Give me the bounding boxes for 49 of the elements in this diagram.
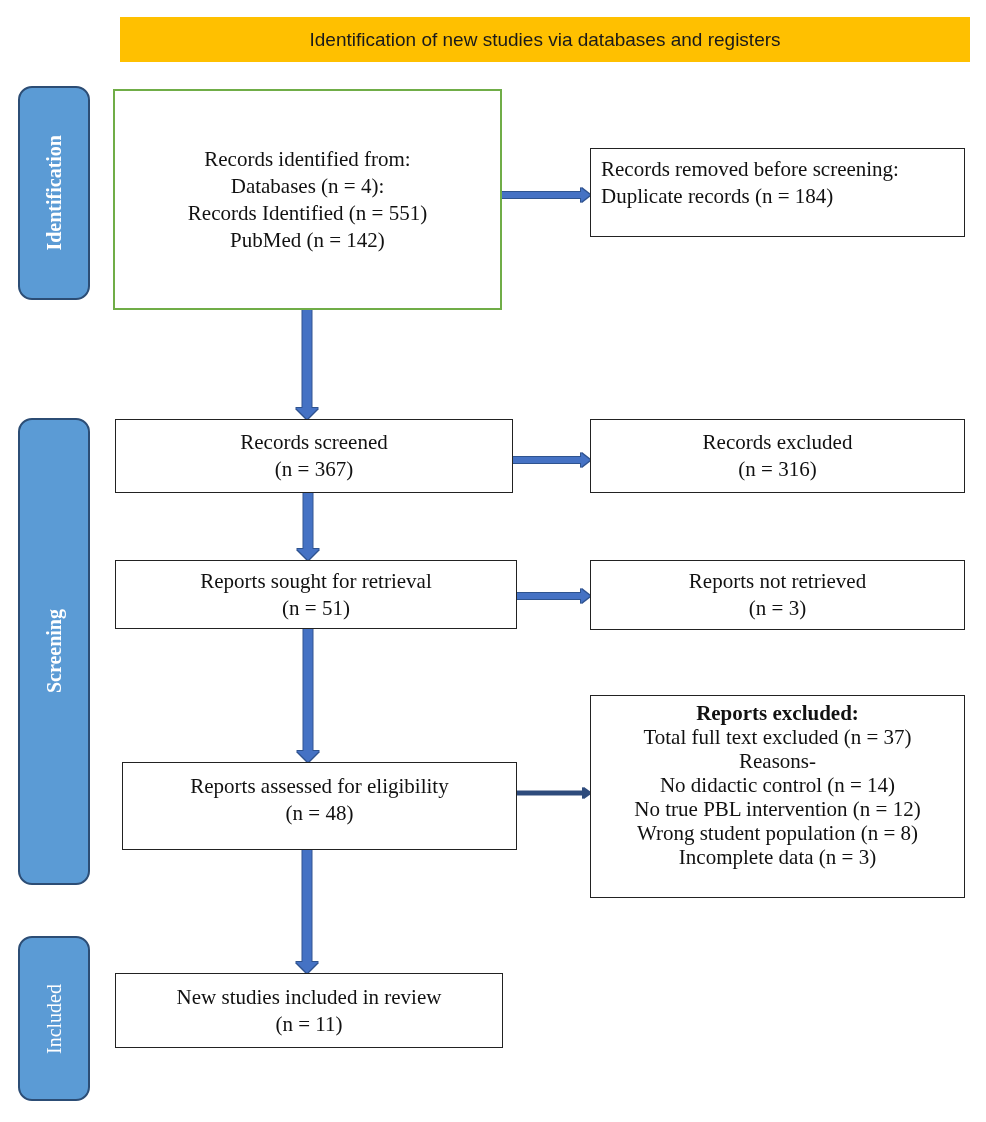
box-text: Records removed before screening:	[601, 156, 899, 183]
process-box	[115, 973, 503, 1048]
box-text: Wrong student population (n = 8)	[636, 821, 918, 845]
arrow	[517, 788, 590, 798]
process-box	[113, 89, 502, 310]
box-text: Records identified from:	[204, 145, 411, 173]
process-box	[590, 560, 965, 630]
stage-label: Identification	[42, 135, 66, 251]
box-text: New studies included in review	[176, 983, 442, 1011]
box-text: Total full text excluded (n = 37)	[643, 725, 912, 749]
box-text: No true PBL intervention (n = 12)	[634, 797, 921, 821]
box-text: (n = 11)	[275, 1010, 343, 1038]
process-box	[115, 560, 517, 629]
box-text: Incomplete data (n = 3)	[678, 845, 877, 869]
box-heading: Reports excluded:	[696, 701, 859, 725]
box-text: (n = 316)	[738, 456, 817, 483]
arrow	[517, 589, 590, 603]
arrow	[297, 493, 319, 560]
process-box	[590, 419, 965, 493]
box-text: Records screened	[240, 429, 388, 456]
stage-band	[18, 418, 90, 885]
box-text: Databases (n = 4):	[230, 172, 385, 200]
stage-label: Screening	[42, 609, 66, 694]
process-box	[115, 419, 513, 493]
arrow	[296, 850, 318, 973]
box-text: (n = 367)	[274, 456, 354, 483]
box-text: PubMed (n = 142)	[230, 226, 385, 254]
arrow	[513, 453, 590, 467]
box-text: (n = 48)	[285, 800, 354, 827]
box-text: Reports assessed for eligibility	[190, 773, 449, 800]
arrow	[296, 310, 318, 419]
box-text: (n = 3)	[748, 595, 807, 622]
box-text: (n = 51)	[282, 594, 350, 622]
stage-label: Included	[42, 983, 66, 1054]
stage-band	[18, 86, 90, 300]
title-banner: Identification of new studies via databases and registers	[120, 17, 970, 62]
box-text: No didactic control (n = 14)	[659, 773, 896, 797]
box-text: Reasons-	[739, 749, 816, 773]
arrow	[502, 188, 590, 202]
stage-band	[18, 936, 90, 1101]
box-text: Reports not retrieved	[688, 568, 867, 595]
box-text: Records Identified (n = 551)	[187, 199, 428, 227]
box-text: Duplicate records (n = 184)	[601, 183, 834, 210]
process-box	[590, 148, 965, 237]
box-text: Records excluded	[702, 429, 853, 456]
box-text: Reports sought for retrieval	[200, 567, 432, 595]
process-box	[122, 762, 517, 850]
arrow	[297, 629, 319, 762]
process-box	[590, 695, 965, 898]
